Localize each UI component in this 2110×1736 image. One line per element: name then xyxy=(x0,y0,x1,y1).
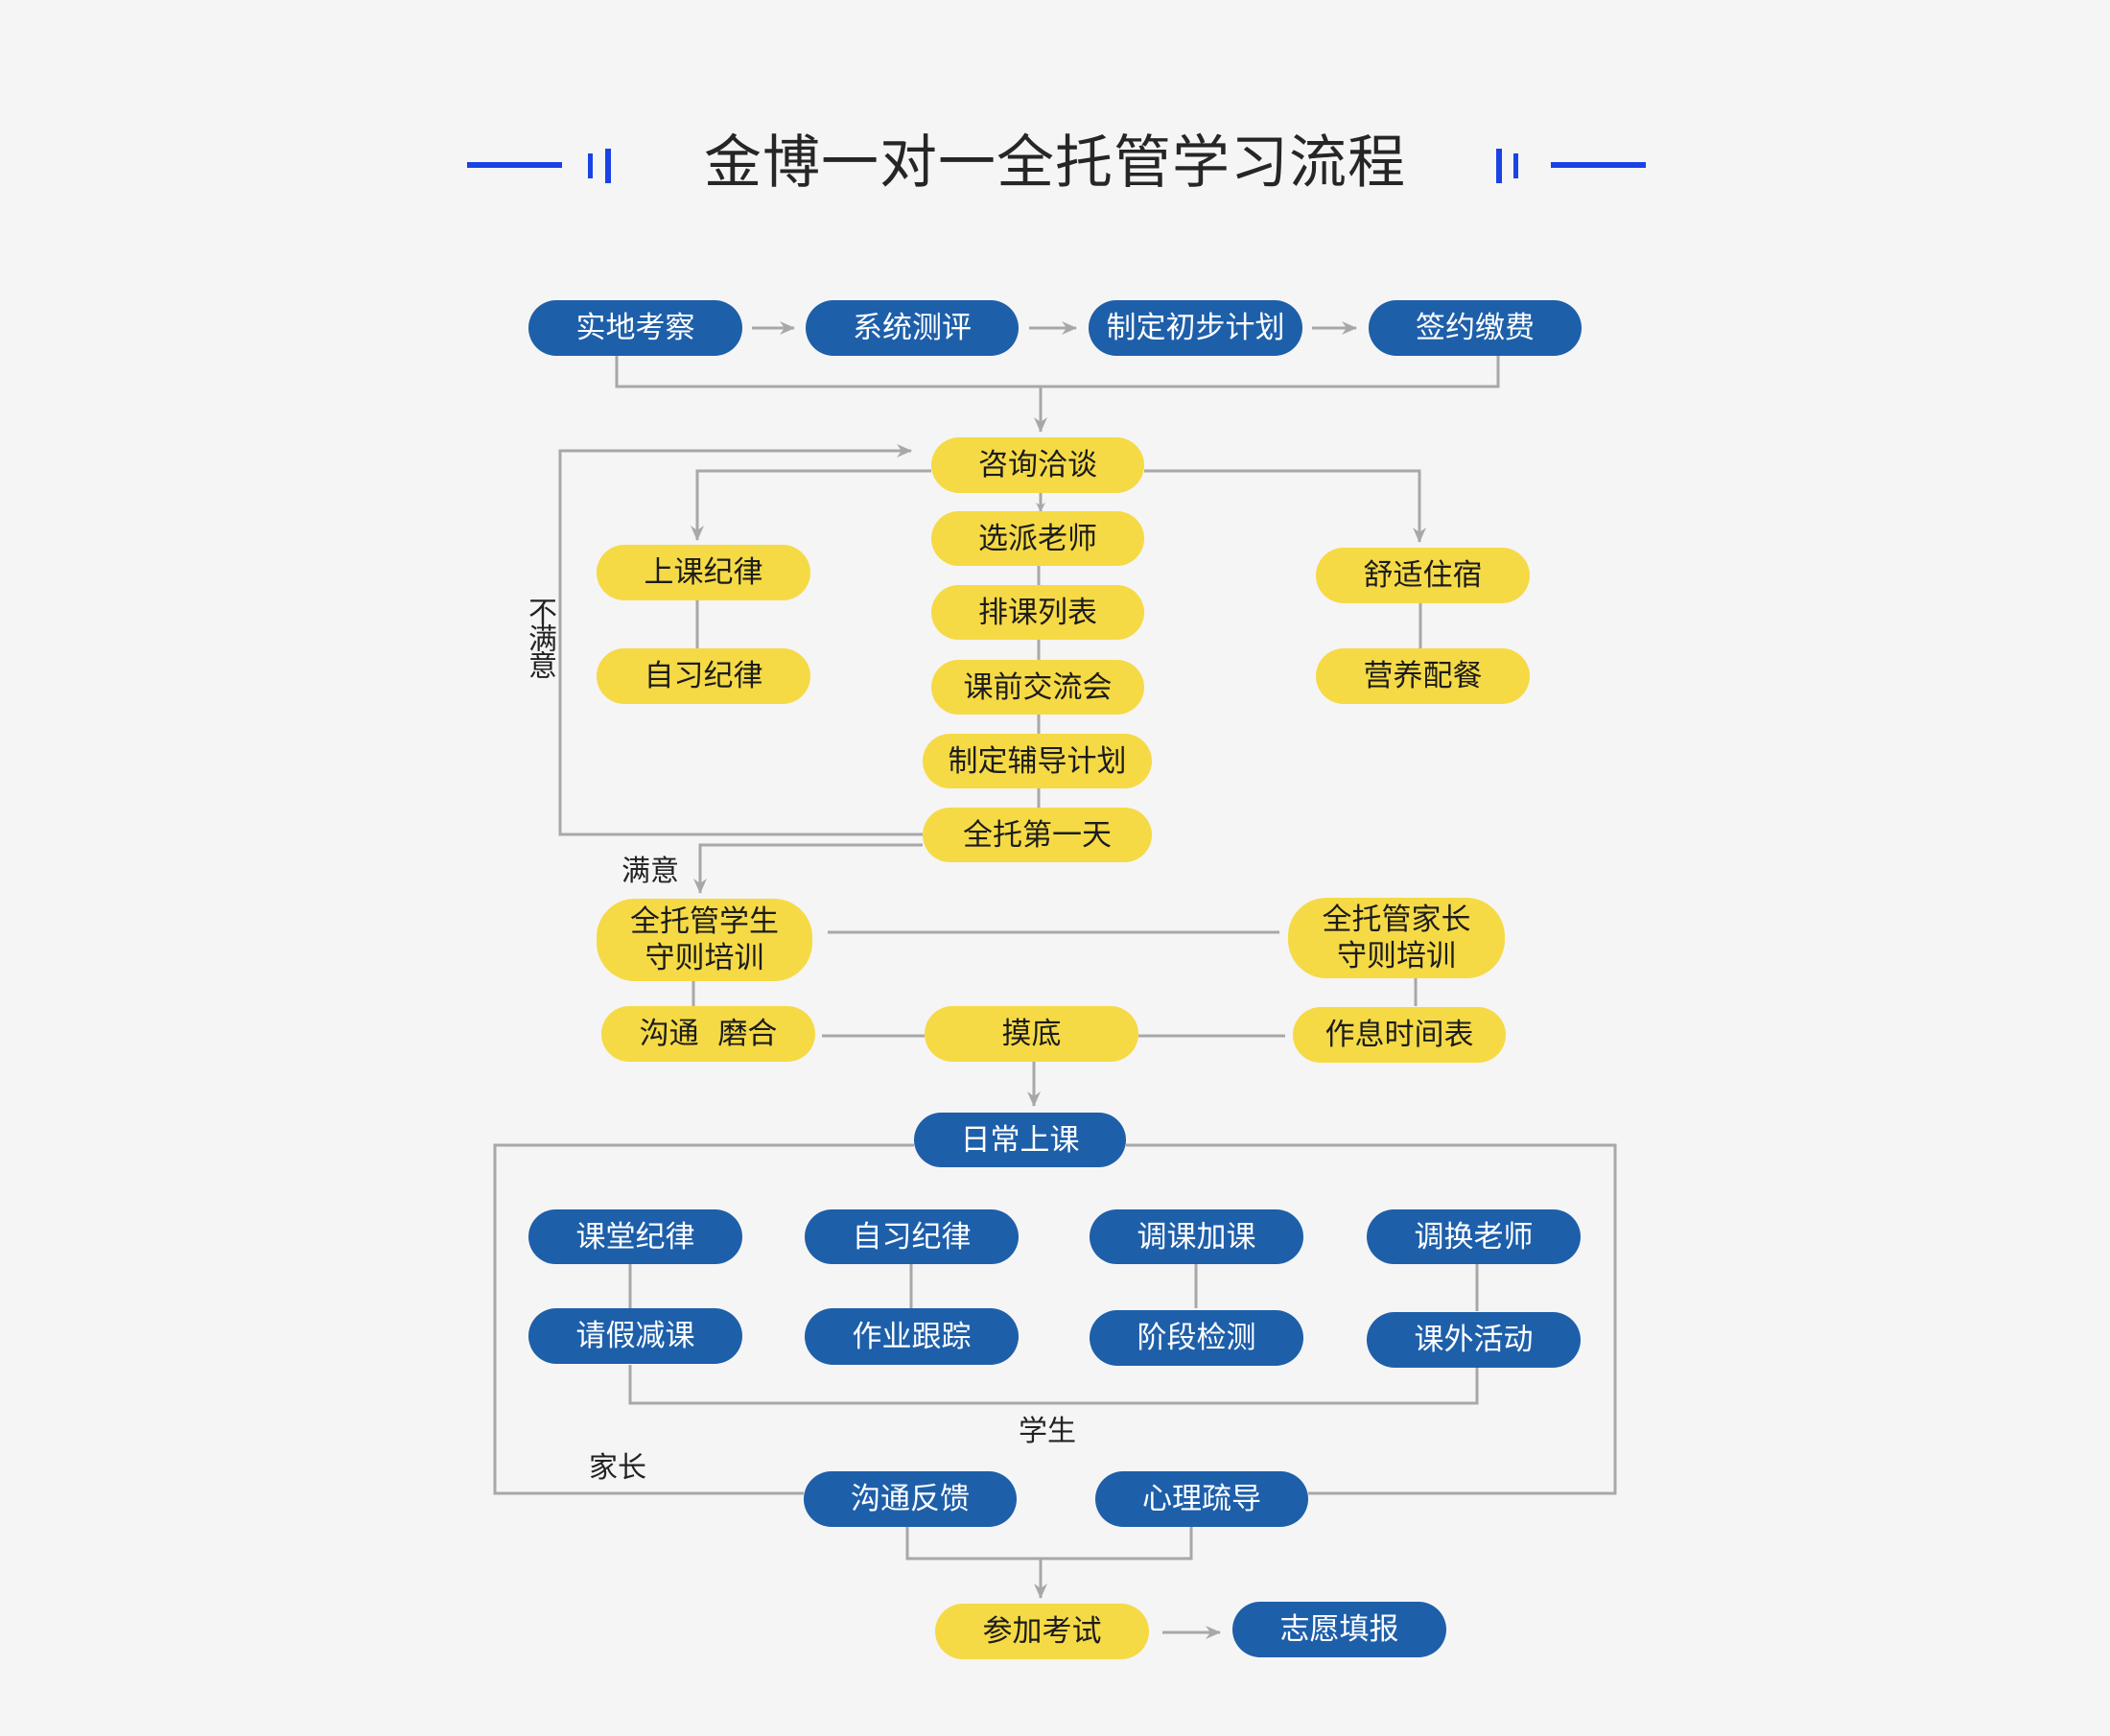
branch-right xyxy=(1144,469,1426,543)
node-leave-reduce-class: 请假减课 xyxy=(528,1308,742,1364)
node-selfstudy-discipline: 自习纪律 xyxy=(597,648,810,704)
support-bracket xyxy=(905,1526,1193,1560)
node-tutoring-plan: 制定辅导计划 xyxy=(923,734,1152,788)
daily-frame-right xyxy=(1126,1143,1617,1495)
title-decoration-bar-right-tall xyxy=(1496,149,1502,183)
node-adjust-add-class: 调课加课 xyxy=(1090,1209,1303,1264)
title-decoration-bar-right-short xyxy=(1513,153,1518,178)
label-parent: 家长 xyxy=(589,1451,646,1485)
title-decoration-bar-left-tall xyxy=(605,149,611,183)
node-take-exam: 参加考试 xyxy=(935,1604,1149,1659)
node-homework-tracking: 作业跟踪 xyxy=(805,1308,1019,1365)
node-counseling: 心理疏导 xyxy=(1095,1471,1308,1527)
node-communication-adapt: 沟通 磨合 xyxy=(601,1006,815,1062)
node-first-day: 全托第一天 xyxy=(923,808,1152,862)
daily-frame xyxy=(493,1143,914,1495)
node-extracurricular: 课外活动 xyxy=(1367,1312,1581,1368)
node-college-application: 志愿填报 xyxy=(1232,1602,1446,1657)
student-bracket xyxy=(628,1365,1479,1405)
title-decoration-bar-left-short xyxy=(588,153,593,178)
branch-left xyxy=(691,469,931,541)
unsatisfied-loop xyxy=(558,444,923,836)
title-decoration-line-left xyxy=(467,162,562,168)
node-class-discipline: 上课纪律 xyxy=(597,545,810,600)
node-baseline-assessment: 摸底 xyxy=(925,1006,1138,1062)
node-sign-pay: 签约缴费 xyxy=(1369,300,1582,356)
label-unsatisfied: 不满意 xyxy=(523,597,556,677)
node-stage-test: 阶段检测 xyxy=(1090,1310,1303,1366)
node-student-rules-training: 全托管学生 守则培训 xyxy=(597,899,812,981)
node-meals: 营养配餐 xyxy=(1316,648,1530,704)
node-classroom-discipline: 课堂纪律 xyxy=(528,1209,742,1264)
title-decoration-line-right xyxy=(1551,162,1646,168)
label-student: 学生 xyxy=(1019,1415,1076,1448)
node-assign-teacher: 选派老师 xyxy=(931,511,1144,566)
node-consultation: 咨询洽谈 xyxy=(931,437,1144,493)
node-schedule: 排课列表 xyxy=(931,585,1144,640)
node-preclass-meeting: 课前交流会 xyxy=(931,660,1144,715)
node-daily-schedule: 作息时间表 xyxy=(1293,1007,1506,1063)
node-daily-class: 日常上课 xyxy=(914,1113,1126,1167)
node-system-assessment: 系统测评 xyxy=(806,300,1019,356)
node-site-visit: 实地考察 xyxy=(528,300,742,356)
satisfied-path xyxy=(693,843,923,894)
node-feedback: 沟通反馈 xyxy=(804,1471,1017,1527)
node-accommodation: 舒适住宿 xyxy=(1316,548,1530,603)
node-change-teacher: 调换老师 xyxy=(1367,1209,1581,1264)
node-parent-rules-training: 全托管家长 守则培训 xyxy=(1288,898,1505,978)
page-title: 金博一对一全托管学习流程 xyxy=(704,129,1406,197)
label-satisfied: 满意 xyxy=(621,855,679,888)
node-selfstudy-discipline-daily: 自习纪律 xyxy=(805,1209,1019,1264)
node-initial-plan: 制定初步计划 xyxy=(1089,300,1302,356)
stage1-collect xyxy=(615,355,1500,388)
